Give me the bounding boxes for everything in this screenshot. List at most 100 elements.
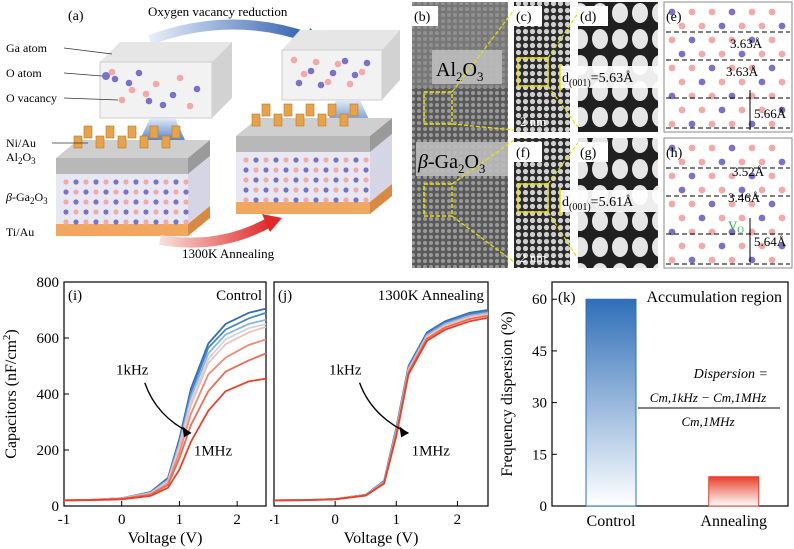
atom — [153, 179, 159, 185]
lattice-atom — [758, 158, 766, 166]
atom — [93, 209, 99, 215]
atom — [173, 209, 179, 215]
atom — [123, 179, 129, 185]
lattice-atom — [688, 200, 696, 208]
atom — [111, 75, 119, 83]
atom — [108, 68, 116, 76]
atom — [263, 167, 269, 173]
metal-pad — [117, 135, 127, 149]
y-tick-label: 45 — [532, 344, 547, 360]
metal-pad — [83, 125, 93, 139]
left-crystal-box — [99, 42, 232, 119]
atom — [243, 157, 249, 163]
lattice-atom — [778, 22, 786, 30]
lattice-atom — [778, 242, 786, 250]
atom — [312, 58, 320, 66]
lattice-atom — [678, 78, 686, 86]
lattice-atom — [688, 144, 696, 152]
chart-letter: (j) — [278, 288, 292, 304]
atom — [363, 167, 369, 173]
lattice-atom — [708, 172, 716, 180]
atom — [243, 197, 249, 203]
atom — [283, 167, 289, 173]
lattice-atom — [678, 186, 686, 194]
series-line-3 — [63, 323, 267, 502]
atom — [186, 102, 194, 110]
atom — [253, 187, 259, 193]
panel-tem: Al2O3 β-Ga2O3 (b) (c) (f) 2 nm 2 nm (d) … — [412, 1, 793, 269]
series-line-0 — [273, 309, 489, 502]
series-line-1 — [63, 311, 267, 502]
layer-ni-au: Ni/Au — [6, 136, 36, 150]
lattice-atom — [688, 256, 696, 264]
atom — [353, 187, 359, 193]
series-line-6 — [63, 352, 267, 502]
lattice-atom — [738, 158, 746, 166]
metal-pad — [105, 125, 115, 139]
x-tick-label: 1 — [393, 512, 401, 528]
atom — [283, 197, 289, 203]
lattice-atom — [678, 214, 686, 222]
atom — [142, 90, 150, 98]
atom — [293, 187, 299, 193]
lattice-atom — [768, 144, 776, 152]
x-tick-label: 2 — [233, 512, 241, 528]
atom — [143, 219, 149, 225]
lattice-atom — [758, 214, 766, 222]
lattice-atom — [758, 242, 766, 250]
atom — [253, 157, 259, 163]
left-device — [56, 140, 210, 236]
lattice-atom — [728, 120, 736, 128]
lattice-atom — [728, 8, 736, 16]
atom — [73, 199, 79, 205]
atom — [133, 199, 139, 205]
atom — [173, 189, 179, 195]
series-line-5 — [273, 316, 489, 502]
lattice-atom — [768, 120, 776, 128]
atom — [323, 197, 329, 203]
atom — [273, 197, 279, 203]
atom — [83, 179, 89, 185]
atom — [83, 209, 89, 215]
b-al2o3-label: Al2O3 — [436, 59, 483, 84]
lattice-atom — [668, 256, 676, 264]
metal-pad — [327, 103, 337, 117]
atom — [263, 157, 269, 163]
atom — [273, 187, 279, 193]
lattice-atom — [748, 172, 756, 180]
atom — [73, 189, 79, 195]
metal-pad — [127, 125, 137, 139]
lattice-atom — [718, 106, 726, 114]
right-crystal-box — [281, 30, 400, 101]
atom — [313, 157, 319, 163]
chart-letter: (i) — [68, 288, 82, 304]
lattice-atom — [728, 144, 736, 152]
lattice-atom — [688, 172, 696, 180]
atom — [303, 157, 309, 163]
lattice-atom — [668, 200, 676, 208]
atom — [173, 219, 179, 225]
lattice-atom — [748, 36, 756, 44]
lattice-atom — [768, 172, 776, 180]
panel-a-letter: (a) — [68, 9, 84, 24]
e-val-2: 3.63Å — [726, 64, 759, 79]
atom — [333, 177, 339, 183]
atom — [273, 157, 279, 163]
lattice-atom — [738, 78, 746, 86]
lattice-atom — [668, 172, 676, 180]
atom — [300, 70, 308, 78]
series-line-2 — [273, 311, 489, 502]
lattice-atom — [778, 214, 786, 222]
atom — [353, 197, 359, 203]
atom — [145, 97, 153, 105]
x-axis-label: Voltage (V) — [344, 530, 419, 547]
atom — [103, 219, 109, 225]
atom — [353, 167, 359, 173]
lattice-atom — [708, 200, 716, 208]
atom — [273, 167, 279, 173]
lattice-atom — [698, 214, 706, 222]
lattice-atom — [708, 256, 716, 264]
lattice-atom — [698, 78, 706, 86]
atom — [103, 209, 109, 215]
atom — [323, 157, 329, 163]
